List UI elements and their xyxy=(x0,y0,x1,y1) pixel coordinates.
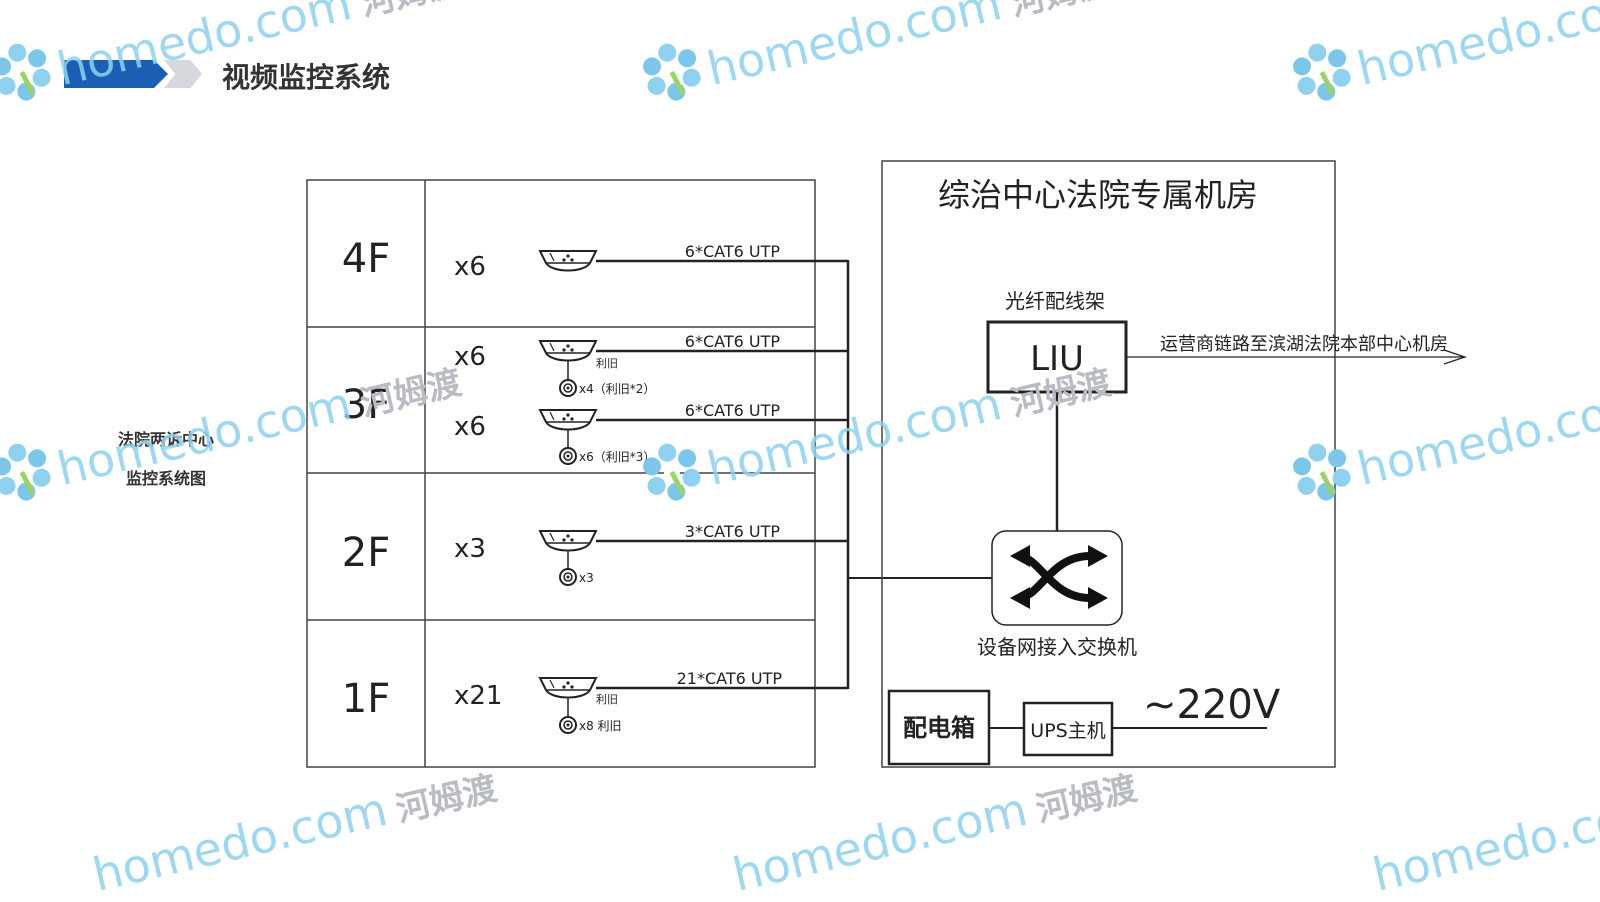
machine-room-frame xyxy=(881,160,1336,768)
dome-label-2f: x3 xyxy=(579,571,594,585)
camera-icon-3f-b xyxy=(539,409,597,431)
cable-label-3f-b: 6*CAT6 UTP xyxy=(685,401,781,420)
ups-label: UPS主机 xyxy=(1030,720,1105,742)
uplink-label: 运营商链路至滨湖法院本部中心机房 xyxy=(1160,334,1448,355)
count-4f: x6 xyxy=(454,252,486,282)
title-accent-bar xyxy=(64,60,154,88)
switch-label: 设备网接入交换机 xyxy=(977,635,1137,659)
odf-label: 光纤配线架 xyxy=(1005,289,1105,313)
dome-camera-icon-1f xyxy=(559,716,577,734)
voltage-label: ~220V xyxy=(1143,682,1281,728)
reuse-tag-1f: 利旧 xyxy=(596,693,618,706)
dome-camera-icon-3f-a xyxy=(559,379,577,397)
floor-label-3f: 3F xyxy=(342,382,390,428)
count-2f: x3 xyxy=(454,534,486,564)
cable-label-4f: 6*CAT6 UTP xyxy=(685,242,781,261)
dome-label-3f-a: x4（利旧*2） xyxy=(579,382,655,396)
count-3f-a: x6 xyxy=(454,342,486,372)
count-3f-b: x6 xyxy=(454,412,486,442)
floor-label-1f: 1F xyxy=(342,676,390,722)
page-title: 视频监控系统 xyxy=(222,61,391,94)
cable-label-3f-a: 6*CAT6 UTP xyxy=(685,332,781,351)
dome-label-1f: x8 利旧 xyxy=(579,719,622,733)
liu-label: LIU xyxy=(1030,339,1084,379)
switch-box xyxy=(991,530,1123,626)
dome-camera-icon-3f-b xyxy=(559,447,577,465)
power-box xyxy=(887,689,991,766)
liu-box xyxy=(986,320,1128,394)
count-1f: x21 xyxy=(454,681,502,711)
camera-icon-3f-a xyxy=(539,340,597,362)
switch-icon xyxy=(1010,545,1108,609)
camera-icon-4f xyxy=(539,250,597,272)
camera-icon-2f xyxy=(539,530,597,552)
machine-room-title: 综治中心法院专属机房 xyxy=(938,176,1258,214)
floor-label-2f: 2F xyxy=(342,530,390,576)
uplink-arrow-icon xyxy=(1443,349,1467,365)
side-label-line2: 监控系统图 xyxy=(126,469,207,488)
cable-label-1f: 21*CAT6 UTP xyxy=(677,669,783,688)
floor-label-4f: 4F xyxy=(342,236,390,282)
ups-box xyxy=(1022,701,1114,757)
cable-label-2f: 3*CAT6 UTP xyxy=(685,522,781,541)
side-label-line1: 法院两诉中心 xyxy=(118,430,215,449)
dome-label-3f-b: x6（利旧*3） xyxy=(579,450,655,464)
dome-camera-icon-2f xyxy=(559,568,577,586)
power-box-label: 配电箱 xyxy=(903,714,975,742)
title-accent-arrow xyxy=(154,60,168,88)
camera-icon-1f xyxy=(539,677,597,699)
reuse-tag-3f-a: 利旧 xyxy=(596,357,618,370)
